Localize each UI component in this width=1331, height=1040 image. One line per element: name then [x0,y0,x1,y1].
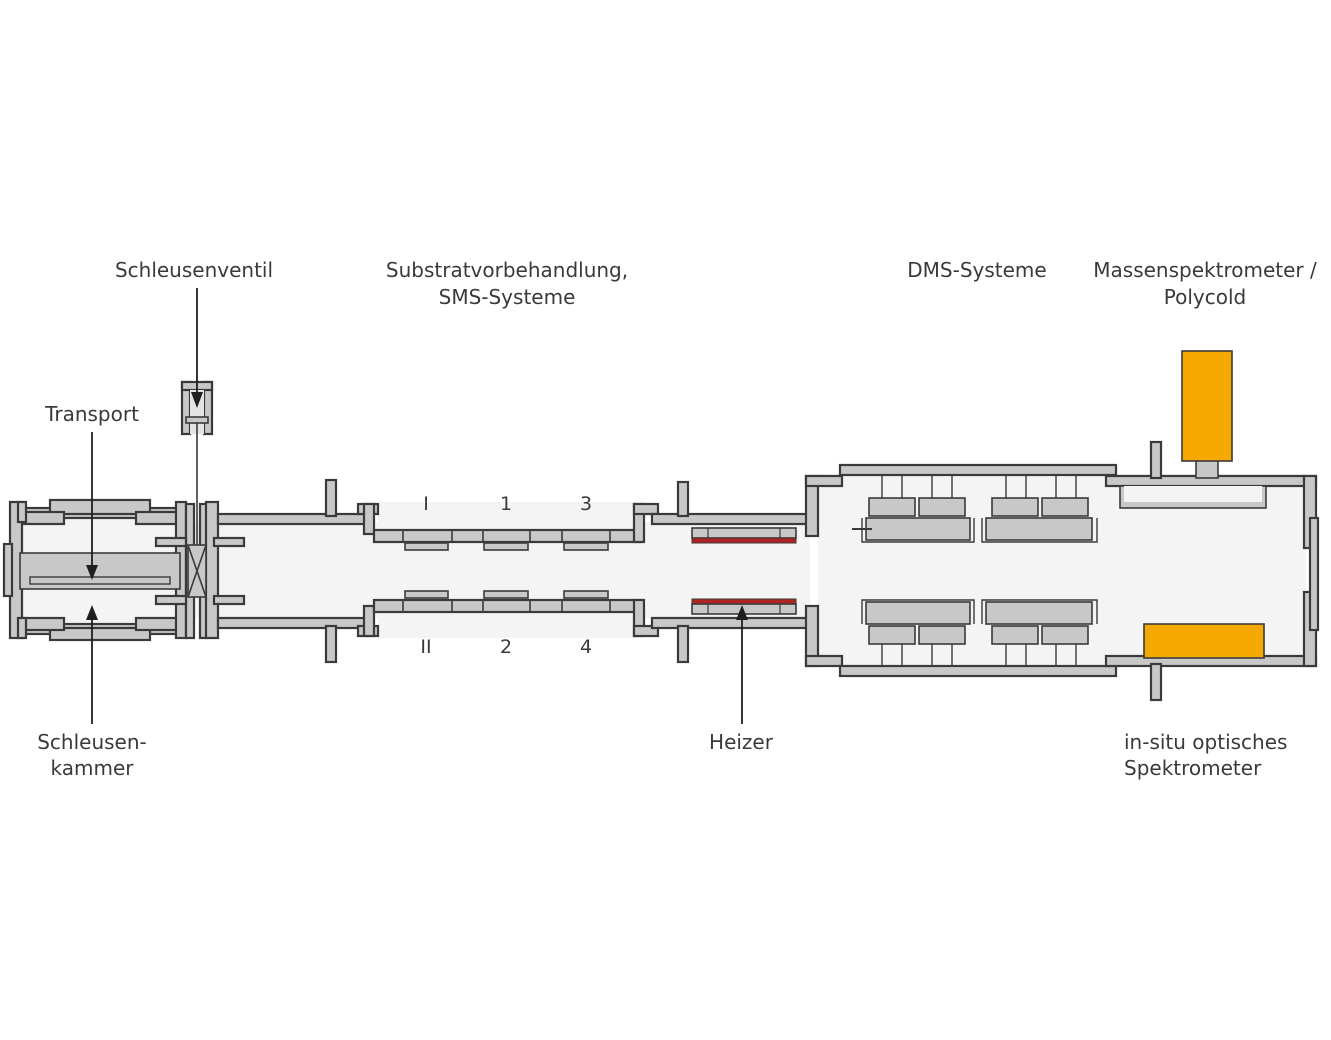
loadlock-bottom-flange-left [20,616,66,632]
pretreat-top-wall [372,528,642,544]
heater-strip-top [691,537,797,544]
polycold-unit [1181,350,1233,462]
transfer-tunnel [216,478,380,664]
label-insitu-optisches: in-situ optisches [1124,730,1287,754]
valve-gate-symbol [187,544,207,598]
label-substratvorbehandlung: Substratvorbehandlung, [386,258,628,282]
dms-top-port [1149,440,1163,480]
loadlock-bottom-boss [48,626,152,642]
tunnel-bottom-wall-1 [216,616,368,630]
dms-left-top-h [804,474,844,488]
valve-port-bottom [154,594,188,606]
label-sms-systeme: SMS-Systeme [439,285,576,309]
valve-port-bottom-right [212,594,246,606]
pretreat-bottom-wall [372,598,642,614]
station-label-top-2: 1 [500,493,512,515]
tunnel-bottom-port-1 [324,624,338,664]
tunnel-bottom-step-1v [362,604,376,638]
pointer-transport-head [86,565,98,580]
dms-target-top-left-b [918,497,966,517]
station-label-top-1: I [423,493,429,515]
dms-bottom-wall-raised [838,664,1118,678]
dms-top-wall-raised [838,463,1118,477]
pointer-heizer-head [736,605,748,620]
tunnel-top-port-1 [324,478,338,518]
label-spektrometer: Spektrometer [1124,756,1262,780]
heater-top-port [676,480,690,518]
pointer-schleusenventil-head [191,392,203,408]
insitu-spectrometer [1143,623,1265,659]
label-schleusenventil: Schleusenventil [115,258,273,282]
dms-cathode-bottom-left-brackets [861,599,975,624]
load-lock-chamber [2,498,188,642]
valve-port-top [154,536,188,548]
dms-left-bottom-h [804,654,844,668]
source-3 [563,542,609,551]
label-schleusen: Schleusen- [37,730,147,754]
dms-cathode-top-right [985,517,1093,541]
labels: Schleusenventil Substratvorbehandlung, S… [37,258,1317,780]
gate-valve [154,380,246,640]
pointers [86,288,748,724]
heater-bottom-wall [650,616,810,630]
dms-target-bottom-right-a [991,625,1039,645]
label-kammer: kammer [51,756,135,780]
station-label-bottom-1: II [420,636,431,658]
valve-flange-right [204,500,220,640]
dms-right-flange [1308,516,1320,632]
loadlock-top-boss-left [48,498,152,516]
dms-feed-bottom-right [1005,644,1077,666]
dms-cathode-top-right-brackets [981,518,1098,543]
source-2 [483,590,529,599]
dms-target-bottom-right-b [1041,625,1089,645]
pretreat-right-bottom-h [632,624,660,638]
source-I [404,542,449,551]
dms-feed-top-right [1005,476,1077,498]
station-label-bottom-3: 4 [580,636,592,658]
valve-port-top-right [212,536,246,548]
station-label-bottom-2: 2 [500,636,512,658]
label-transport: Transport [44,402,139,426]
label-heizer: Heizer [709,730,774,754]
loadlock-top-flange-left [20,510,66,526]
transport-rail [29,576,171,585]
dms-bottom-port [1149,662,1163,702]
polycold-shroud-inner [1124,486,1262,502]
dms-cathode-top-left [865,517,971,541]
dms-feed-top-left [881,476,953,498]
dms-chamber [804,350,1320,702]
pointer-schleusenkammer-head [86,605,98,620]
tunnel-top-step-1v [362,502,376,536]
loadlock-door-bottom-stub [16,616,28,640]
pretreatment-chamber [372,502,660,638]
pretreatment-interior [378,502,636,638]
label-polycold: Polycold [1164,285,1246,309]
heater-section [650,480,810,664]
station-label-top-3: 3 [580,493,592,515]
source-II [404,590,449,599]
dms-target-bottom-left-a [868,625,916,645]
loadlock-door-plate [2,542,14,598]
dms-feed-bottom-left [881,644,953,666]
dms-target-top-right-b [1041,497,1089,517]
tunnel-top-wall-1 [216,512,368,526]
dms-target-top-left-a [868,497,916,517]
dms-target-top-right-a [991,497,1039,517]
label-dms-systeme: DMS-Systeme [907,258,1046,282]
polycold-neck [1195,459,1219,479]
source-1 [483,542,529,551]
dms-target-bottom-left-b [918,625,966,645]
source-4 [563,590,609,599]
label-massenspektrometer: Massenspektrometer / [1093,258,1317,282]
loadlock-door-top-stub [16,500,28,524]
dms-cathode-bottom-right [985,601,1093,625]
heater-top-wall [650,512,810,526]
dms-cathode-bottom-left [865,601,971,625]
pretreat-right-top-h [632,502,660,516]
dms-cathode-bottom-right-brackets [981,599,1098,624]
heater-bottom-port [676,624,690,664]
valve-actuator-piston [185,416,209,424]
